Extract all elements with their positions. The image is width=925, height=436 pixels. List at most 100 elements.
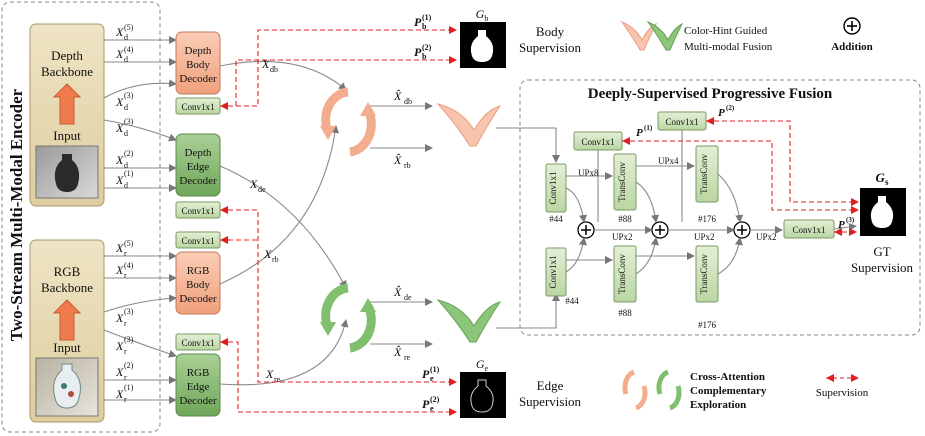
svg-text:r: r — [124, 319, 127, 328]
svg-text:X: X — [115, 387, 124, 401]
svg-text:UPx4: UPx4 — [658, 156, 679, 166]
svg-text:P: P — [422, 367, 430, 381]
svg-text:Conv1x1: Conv1x1 — [548, 255, 558, 288]
svg-text:X: X — [115, 339, 124, 353]
decoder-output-arrows — [219, 60, 349, 386]
svg-text:Decoder: Decoder — [179, 175, 217, 187]
svg-text:X: X — [115, 95, 124, 109]
svg-text:b: b — [422, 22, 427, 31]
edge-fusion-icon — [436, 299, 502, 343]
rgb-backbone-label-1: RGB — [54, 264, 81, 279]
svg-text:(2): (2) — [726, 104, 735, 112]
rgb-edge-decoder — [175, 353, 221, 417]
depth-vase-icon — [54, 154, 80, 192]
upsample-labels: UPx8 UPx4 UPx2 UPx2 UPx2 — [578, 156, 777, 242]
svg-text:re: re — [274, 375, 281, 384]
svg-text:X: X — [115, 365, 124, 379]
svg-text:(3): (3) — [846, 216, 855, 224]
rgb-feature-arrows — [103, 252, 177, 404]
svg-text:Conv1x1: Conv1x1 — [548, 171, 558, 204]
svg-text:TransConv: TransConv — [617, 254, 627, 294]
svg-text:Conv1x1: Conv1x1 — [181, 338, 214, 348]
svg-text:Decoder: Decoder — [179, 293, 217, 305]
svg-text:(3): (3) — [124, 307, 134, 316]
svg-text:X: X — [115, 121, 124, 135]
gt-supervision-label-1: GT — [873, 244, 890, 259]
svg-text:de: de — [404, 293, 412, 302]
svg-text:r: r — [124, 249, 127, 258]
gb-label: Gb — [476, 7, 489, 23]
svg-text:Body: Body — [186, 279, 210, 291]
svg-text:#44: #44 — [549, 214, 563, 224]
cross-attention-outputs — [370, 102, 433, 348]
body-supervision-label-2: Supervision — [519, 40, 582, 55]
svg-text:e: e — [430, 374, 434, 383]
rgb-body-decoder — [175, 251, 221, 315]
fusion-legend-label-1: Color-Hint Guided — [684, 25, 768, 37]
svg-text:X̂: X̂ — [393, 89, 402, 103]
svg-text:X: X — [263, 247, 272, 261]
svg-text:r: r — [124, 373, 127, 382]
svg-text:UPx2: UPx2 — [612, 232, 633, 242]
edge-supervision-label-2: Supervision — [519, 394, 582, 409]
svg-text:X: X — [115, 173, 124, 187]
svg-text:X: X — [115, 311, 124, 325]
svg-text:(5): (5) — [124, 23, 134, 32]
svg-text:r: r — [124, 347, 127, 356]
svg-text:Conv1x1: Conv1x1 — [665, 117, 698, 127]
svg-text:(3): (3) — [124, 117, 134, 126]
svg-text:X̂: X̂ — [393, 345, 402, 359]
svg-text:TransConv: TransConv — [617, 162, 627, 202]
svg-text:P: P — [838, 219, 845, 231]
svg-text:(1): (1) — [430, 365, 440, 374]
depth-input-label: Input — [53, 128, 81, 143]
svg-text:d: d — [124, 129, 128, 138]
svg-text:X: X — [249, 177, 258, 191]
supervision-legend-icon — [826, 374, 859, 382]
addition-legend-label: Addition — [831, 41, 873, 53]
svg-text:#88: #88 — [618, 308, 632, 318]
svg-text:r: r — [124, 271, 127, 280]
svg-text:d: d — [124, 181, 128, 190]
supervision-legend-label: Supervision — [816, 387, 869, 399]
svg-text:(5): (5) — [124, 239, 134, 248]
svg-text:(1): (1) — [422, 13, 432, 22]
svg-text:#44: #44 — [565, 296, 579, 306]
svg-text:X: X — [261, 57, 270, 71]
body-fusion-icon — [436, 103, 502, 147]
svg-text:Conv1x1: Conv1x1 — [181, 206, 214, 216]
svg-text:RGB: RGB — [187, 367, 210, 379]
svg-text:X: X — [115, 47, 124, 61]
svg-text:(4): (4) — [124, 45, 134, 54]
edge-gt-image — [460, 372, 506, 418]
svg-text:e: e — [430, 404, 434, 413]
rgb-backbone-label-2: Backbone — [41, 280, 93, 295]
svg-text:Depth: Depth — [185, 147, 212, 159]
encoder-title: Two-Stream Multi-Modal Encoder — [7, 88, 26, 341]
supervision-arrow-heads — [220, 102, 228, 346]
svg-text:#176: #176 — [698, 320, 717, 330]
svg-text:(4): (4) — [124, 261, 134, 270]
svg-text:X: X — [115, 241, 124, 255]
svg-text:d: d — [124, 103, 128, 112]
svg-text:Conv1x1: Conv1x1 — [792, 225, 825, 235]
svg-text:(1): (1) — [644, 124, 653, 132]
progressive-frame — [519, 79, 921, 336]
svg-text:(2): (2) — [422, 43, 432, 52]
svg-text:X: X — [265, 367, 274, 381]
svg-text:(1): (1) — [124, 383, 134, 392]
svg-text:TransConv: TransConv — [699, 154, 709, 194]
svg-text:Decoder: Decoder — [179, 395, 217, 407]
svg-text:d: d — [124, 33, 128, 42]
cross-legend-label-2: Complementary — [690, 385, 767, 397]
addition-node-3 — [733, 221, 751, 239]
svg-text:X̂: X̂ — [393, 153, 402, 167]
svg-text:P: P — [422, 397, 430, 411]
svg-text:Body: Body — [186, 59, 210, 71]
svg-text:UPx2: UPx2 — [756, 232, 777, 242]
svg-text:de: de — [258, 185, 266, 194]
